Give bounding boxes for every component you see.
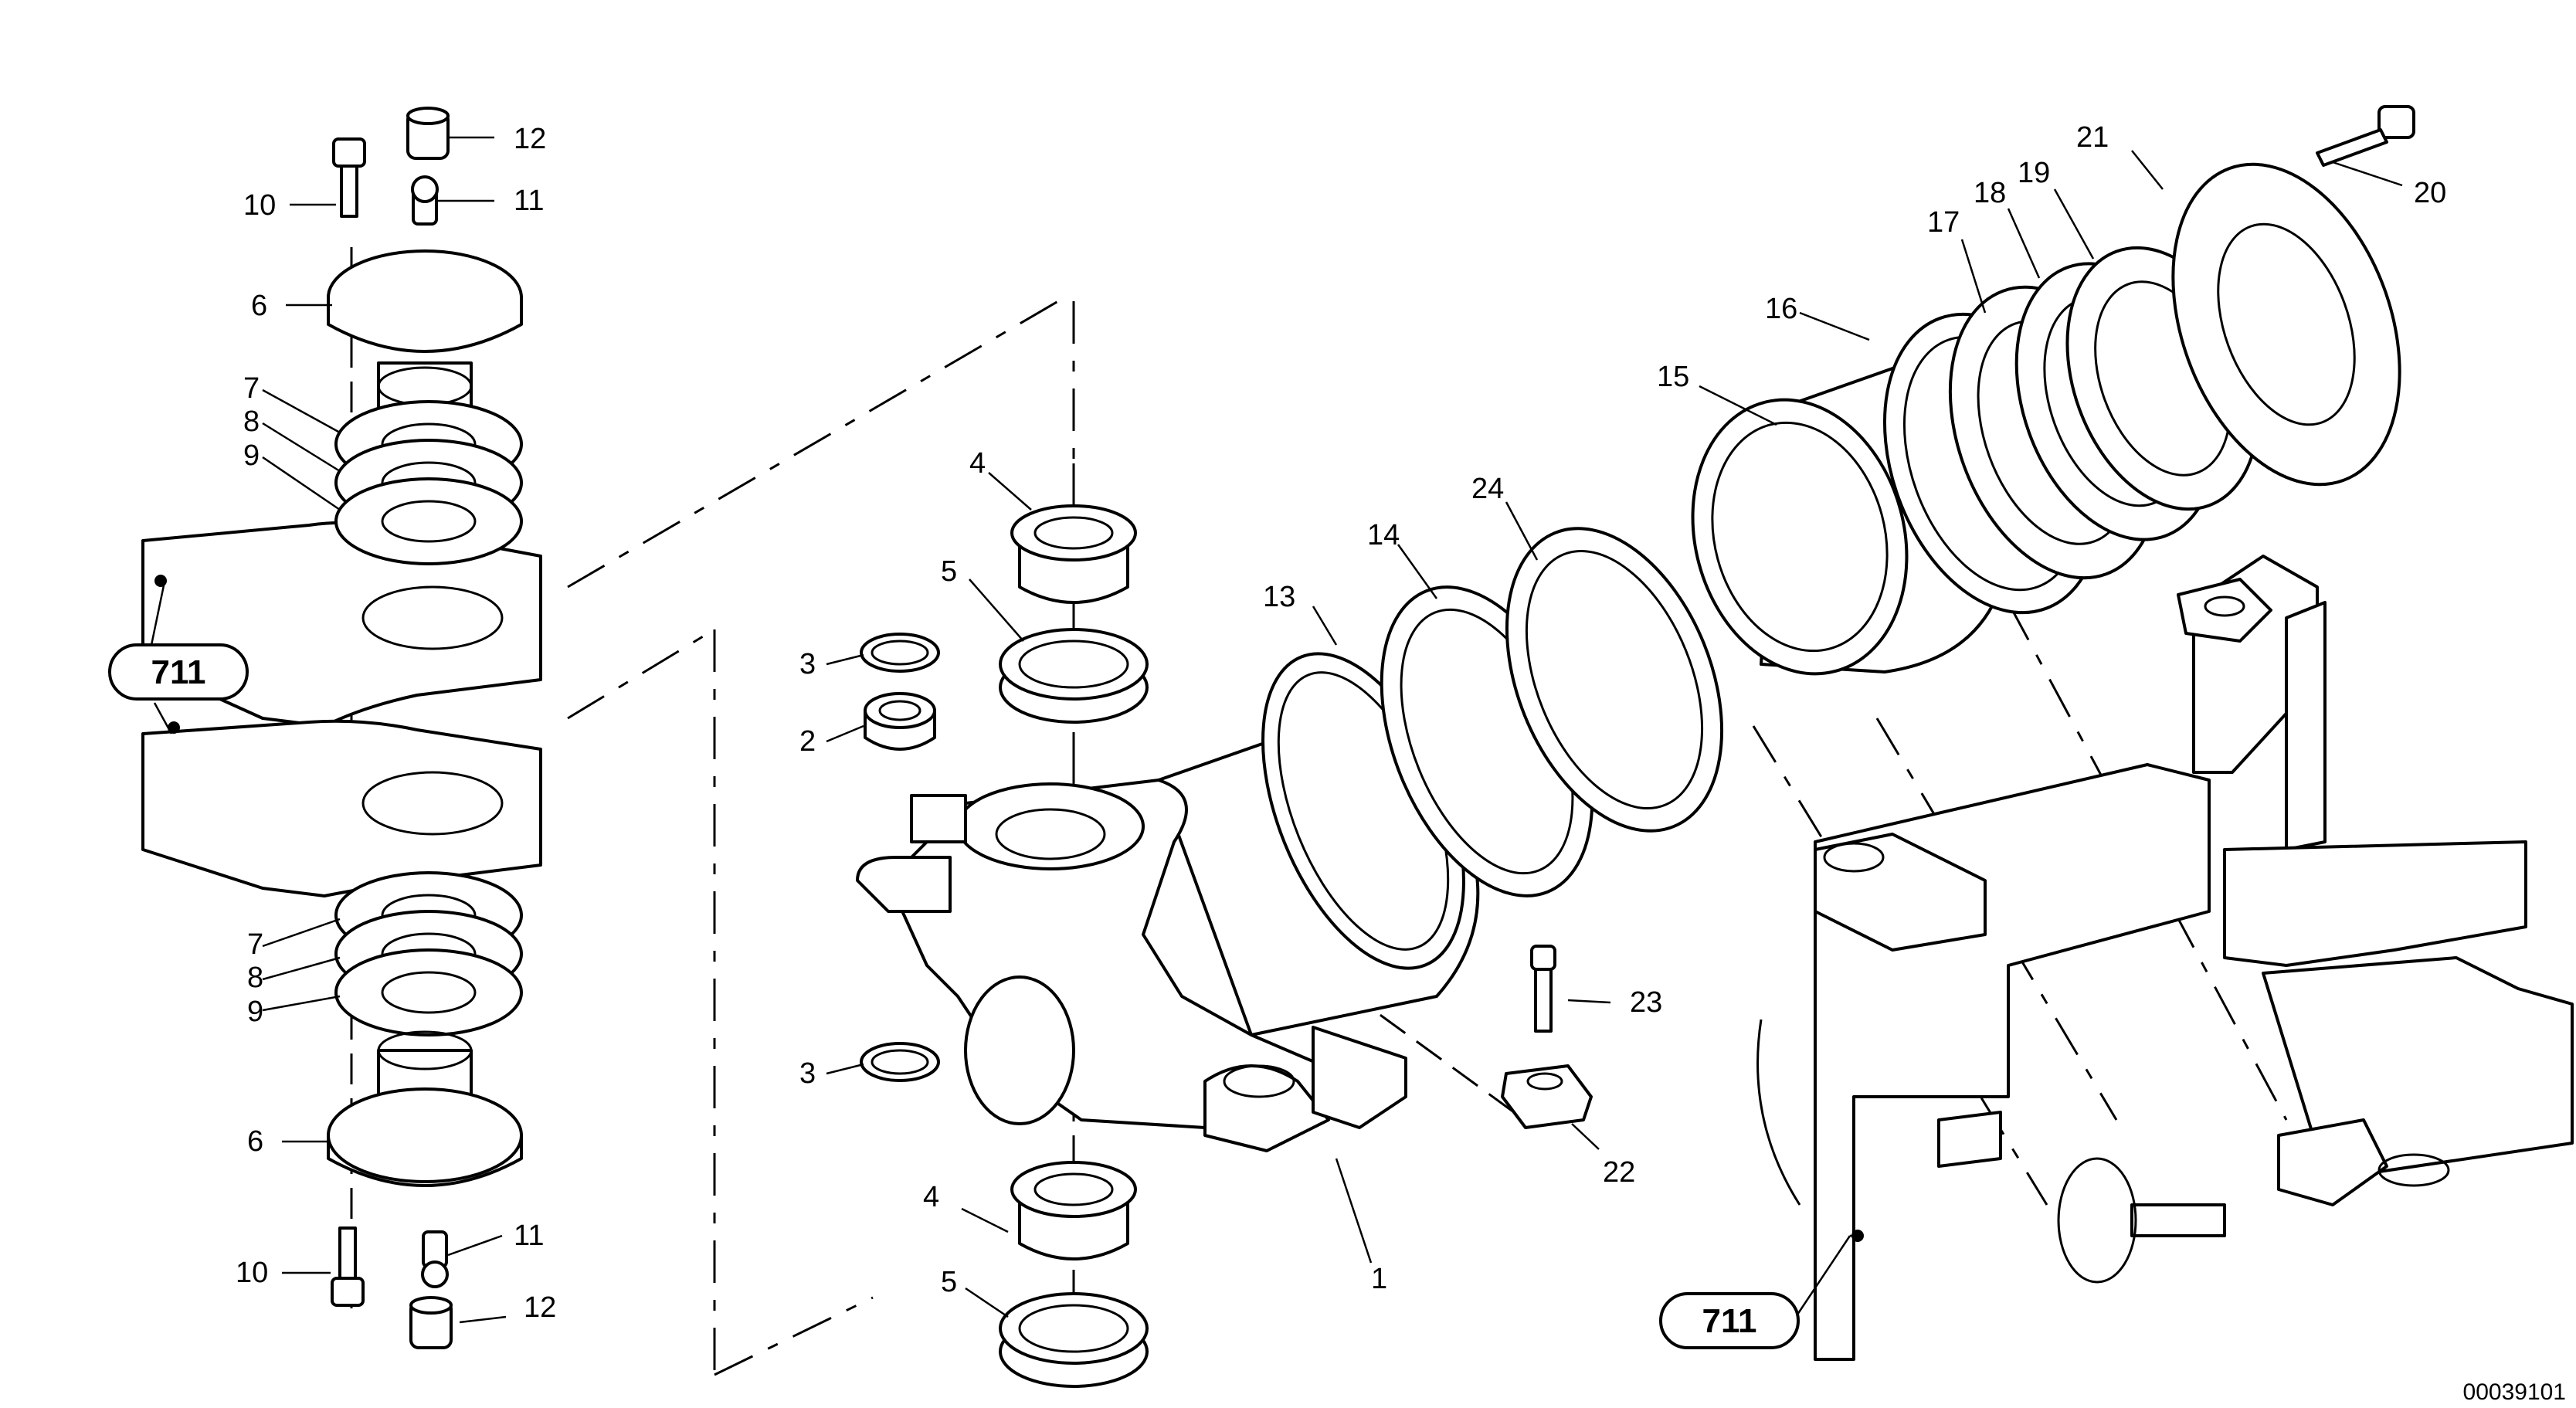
flange-21: [2171, 162, 2401, 487]
dash-line-lower: [714, 1296, 874, 1376]
bearing: [864, 692, 936, 751]
callout-18: 18: [1974, 177, 2006, 209]
callout-14: 14: [1367, 519, 1400, 551]
flange-bolt: [2316, 105, 2415, 167]
reference-dot-lower-arm: [168, 721, 180, 734]
reference-711-left: 711: [108, 643, 249, 701]
callout-12-lower: 12: [524, 1291, 556, 1324]
socket-bolt: [1530, 945, 1556, 1033]
upper-circlip-inner: [871, 640, 929, 666]
lower-shims: [334, 871, 523, 1036]
reference-711-right-text: 711: [1702, 1302, 1757, 1340]
callout-15: 15: [1657, 361, 1689, 393]
upper-shims: [334, 400, 523, 565]
upper-bolt: [332, 137, 366, 218]
callout-17: 17: [1927, 206, 1960, 239]
callout-20: 20: [2414, 177, 2446, 209]
lower-circlip-inner: [871, 1049, 929, 1075]
callout-12-upper: 12: [514, 123, 546, 155]
callout-2: 2: [799, 725, 816, 758]
callout-7-lower: 7: [247, 928, 263, 961]
callout-7-upper: 7: [243, 372, 260, 405]
callout-21: 21: [2076, 121, 2109, 154]
right-assembly: [1691, 105, 2574, 1361]
lower-grease-nipple: [421, 1230, 449, 1288]
reference-dot-frame: [1851, 1230, 1864, 1242]
dash-line-right-a: [1875, 718, 2118, 1121]
upper-bushing: [1010, 504, 1137, 604]
callout-1: 1: [1371, 1263, 1387, 1295]
callout-6-lower: 6: [247, 1125, 263, 1158]
callout-3-upper: 3: [799, 648, 816, 680]
upper-seal: [999, 628, 1149, 724]
callout-9-lower: 9: [247, 996, 263, 1028]
lower-pin-cap: [327, 1030, 523, 1187]
dash-line-bracket: [1343, 987, 1515, 1114]
callout-4-lower: 4: [923, 1181, 939, 1213]
lower-bushing: [1010, 1161, 1137, 1260]
callout-9-upper: 9: [243, 439, 260, 472]
callout-6-upper: 6: [251, 290, 267, 322]
upper-arm-bore: [361, 585, 504, 650]
callout-23: 23: [1630, 986, 1662, 1019]
lower-arm-bore: [361, 771, 504, 836]
dash-line-mid: [567, 628, 715, 720]
callout-24: 24: [1471, 473, 1504, 505]
callout-22: 22: [1603, 1156, 1635, 1189]
callout-11-lower: 11: [514, 1220, 544, 1252]
reference-711-right: 711: [1659, 1292, 1800, 1349]
callout-4-upper: 4: [969, 447, 986, 480]
callout-8-upper: 8: [243, 405, 260, 438]
lower-seal: [999, 1292, 1149, 1388]
callout-16: 16: [1765, 293, 1797, 325]
callout-8-lower: 8: [247, 962, 263, 994]
ring-24: [1505, 527, 1724, 833]
centre-assembly: [856, 463, 1724, 1388]
callout-11-upper: 11: [514, 185, 544, 217]
upper-pin-cap: [327, 249, 523, 430]
drawing-code: 00039101: [2463, 1379, 2566, 1405]
callout-10-upper: 10: [243, 189, 276, 222]
leader-lines: [149, 136, 2403, 1324]
lower-bolt: [331, 1226, 365, 1307]
frame-structure: [1756, 555, 2574, 1361]
upper-protective-cap: [406, 107, 450, 160]
callout-13: 13: [1263, 581, 1295, 613]
lower-protective-cap: [409, 1296, 453, 1349]
frame-contour: [1756, 1019, 1801, 1206]
callout-labels: 1 2 3 3 4 4 5 5 6 6 7 8 9 7 8 9 10 10 11…: [236, 121, 2446, 1324]
callout-3-lower: 3: [799, 1057, 816, 1090]
stop-block: [1501, 1064, 1593, 1129]
reference-711-left-text: 711: [151, 653, 206, 691]
callout-19: 19: [2018, 157, 2050, 189]
callout-10-lower: 10: [236, 1257, 268, 1289]
callout-5-upper: 5: [941, 555, 957, 588]
dash-line-upper: [567, 300, 1059, 589]
reference-dot-upper-arm: [154, 575, 167, 587]
lower-arm: [141, 719, 542, 897]
left-assembly: [141, 107, 542, 1349]
upper-grease-nipple: [411, 175, 439, 226]
callout-5-lower: 5: [941, 1266, 957, 1298]
